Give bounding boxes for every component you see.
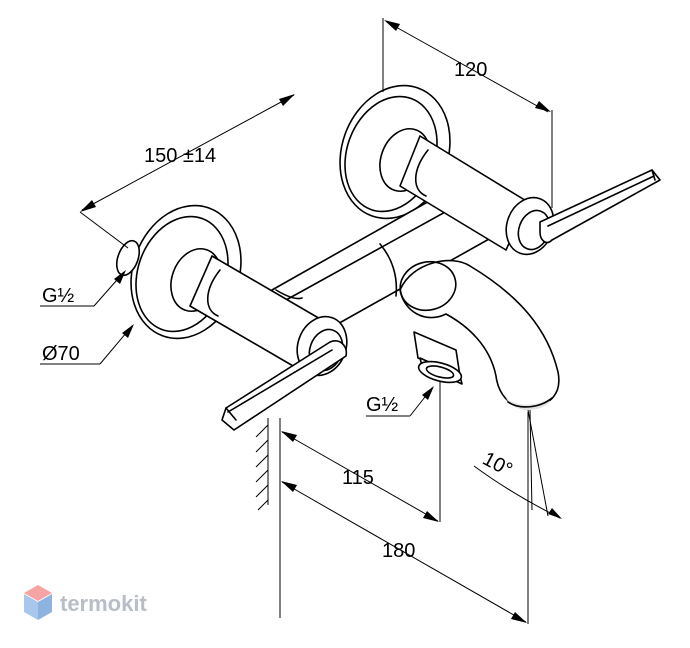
label-width-120: 120 (454, 59, 487, 81)
label-angle: 10° (479, 448, 516, 482)
label-thread-bottom: G½ (366, 394, 399, 416)
diameter-callout: Ø70 (40, 324, 134, 365)
thread-bottom-callout: G½ (366, 386, 434, 417)
watermark-text: termokit (60, 591, 147, 616)
wall-hatch (255, 418, 269, 511)
dimension-180: 180 (281, 412, 529, 624)
bath-spout (399, 259, 560, 410)
angle-dimension: 10° (473, 409, 562, 519)
label-depth-180: 180 (382, 540, 415, 562)
label-flange-diameter: Ø70 (42, 343, 80, 365)
dimension-120: 120 (382, 18, 553, 208)
outlet-connector (413, 331, 463, 385)
label-thread-left: G½ (42, 285, 75, 307)
termokit-logo: termokit (24, 585, 147, 620)
right-lever-handle (539, 169, 661, 244)
label-spacing-150: 150 ±14 (144, 145, 216, 167)
dimension-115: 115 (279, 382, 441, 618)
dimension-150: 150 ±14 (79, 94, 295, 249)
thread-left-callout: G½ (40, 270, 126, 307)
left-lever-handle (221, 340, 348, 431)
label-depth-115: 115 (342, 467, 374, 489)
